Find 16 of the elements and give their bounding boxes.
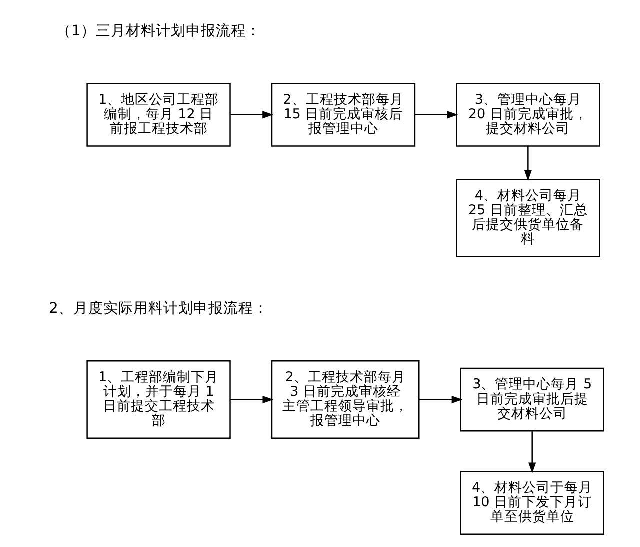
node-box: 4、材料公司每月 25 日前整理、汇总后提交供货单位备料 [456, 178, 600, 258]
label: （1）三月材料计划申报流程： [56, 22, 261, 40]
node-box: 3、管理中心每月 20 日前完成审批，提交材料公司 [456, 82, 600, 147]
label: 2、月度实际用料计划申报流程： [49, 300, 268, 317]
node-box: 4、材料公司于每月 10 日前下发下月订单至供货单位 [460, 471, 604, 535]
arrow [230, 396, 274, 404]
node-box: 3、管理中心每月 5 日前完成审批后提交材料公司 [460, 368, 604, 432]
arrow [415, 111, 458, 119]
arrow [419, 396, 463, 404]
node-box: 2、工程技术部每月 15 日前完成审核后报管理中心 [271, 82, 416, 147]
node-box: 1、工程部编制下月计划，并于每月 1 日前提交工程技术部 [86, 360, 231, 439]
arrow [230, 111, 274, 119]
arrow [528, 431, 536, 474]
node-box: 1、地区公司工程部编制，每月 12 日前报工程技术部 [86, 82, 231, 147]
node-box: 2、工程技术部每月 3 日前完成审核经主管工程领导审批，报管理中心 [271, 360, 420, 439]
arrow [524, 146, 532, 182]
